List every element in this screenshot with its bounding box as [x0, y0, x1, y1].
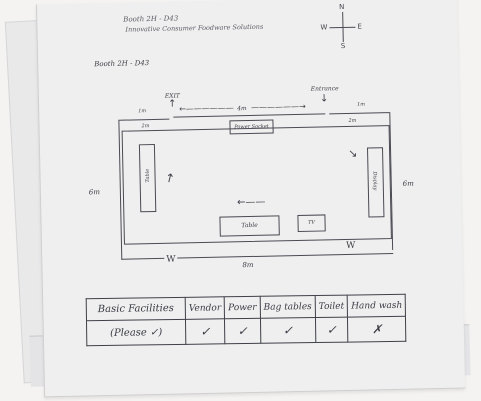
power-socket-label: Power Socket	[234, 123, 269, 130]
left-table: Table	[138, 143, 157, 213]
bottom-wall	[121, 253, 394, 260]
floor-plan: EXIT ↑ Entrance ↓ 4m ←—————— ——————→ 1m …	[37, 0, 463, 304]
inner-right-measure: 2m	[348, 117, 357, 124]
top-left-measure: 1m	[138, 108, 147, 115]
checklist-mark-row: (Please ✓) ✓ ✓ ✓ ✓ ✗	[86, 316, 407, 346]
center-table: Table	[219, 215, 280, 237]
top-measure-left-arrow-icon: ←——————	[179, 103, 234, 114]
entrance-label: Entrance	[310, 85, 339, 93]
top-measure: 4m	[237, 105, 247, 113]
exit-arrow-icon: ↑	[167, 98, 177, 110]
bottom-w-left: W	[164, 254, 178, 265]
left-table-label: Table	[144, 168, 152, 183]
bottom-w-right: W	[343, 240, 358, 252]
right-side-measure: 6m	[402, 179, 414, 188]
checkmark-icon: ✓	[315, 317, 349, 343]
entrance-arrow-icon: ↓	[319, 93, 329, 105]
tv-label: TV	[308, 219, 316, 226]
right-display-label: Display	[371, 171, 378, 191]
top-wall-right	[329, 112, 390, 115]
facilities-checklist: Basic Facilities Vendor Power Bag tables…	[86, 294, 407, 346]
center-table-label: Table	[241, 221, 258, 230]
cross-mark-icon: ✗	[347, 316, 407, 343]
checkmark-icon: ✓	[224, 318, 261, 344]
bottom-measure: 8m	[242, 260, 254, 270]
top-wall-middle	[173, 113, 326, 118]
right-arrow-icon: ↘	[347, 146, 358, 160]
inner-left-measure: 2m	[141, 123, 150, 130]
top-wall-left	[119, 118, 170, 121]
power-socket-box: Power Socket	[229, 119, 274, 135]
checklist-header-bag-tables: Bag tables	[259, 295, 316, 319]
left-side-measure: 6m	[88, 188, 101, 197]
checkmark-icon: ✓	[185, 318, 226, 345]
checklist-row-label: (Please ✓)	[86, 319, 186, 346]
checklist-header-basic: Basic Facilities	[86, 297, 186, 321]
checklist-header-toilet: Toilet	[315, 295, 348, 318]
checkmark-icon: ✓	[260, 317, 316, 344]
right-display: Display	[367, 147, 385, 218]
top-right-measure: 1m	[357, 101, 366, 108]
center-arrow-icon: ←——	[237, 196, 266, 209]
checklist-header-hand-wash: Hand wash	[347, 294, 406, 318]
checklist-header-power: Power	[224, 296, 261, 319]
top-measure-right-arrow-icon: ——————→	[251, 101, 306, 112]
checklist-header-vendor: Vendor	[185, 296, 225, 320]
tv-box: TV	[297, 214, 326, 233]
